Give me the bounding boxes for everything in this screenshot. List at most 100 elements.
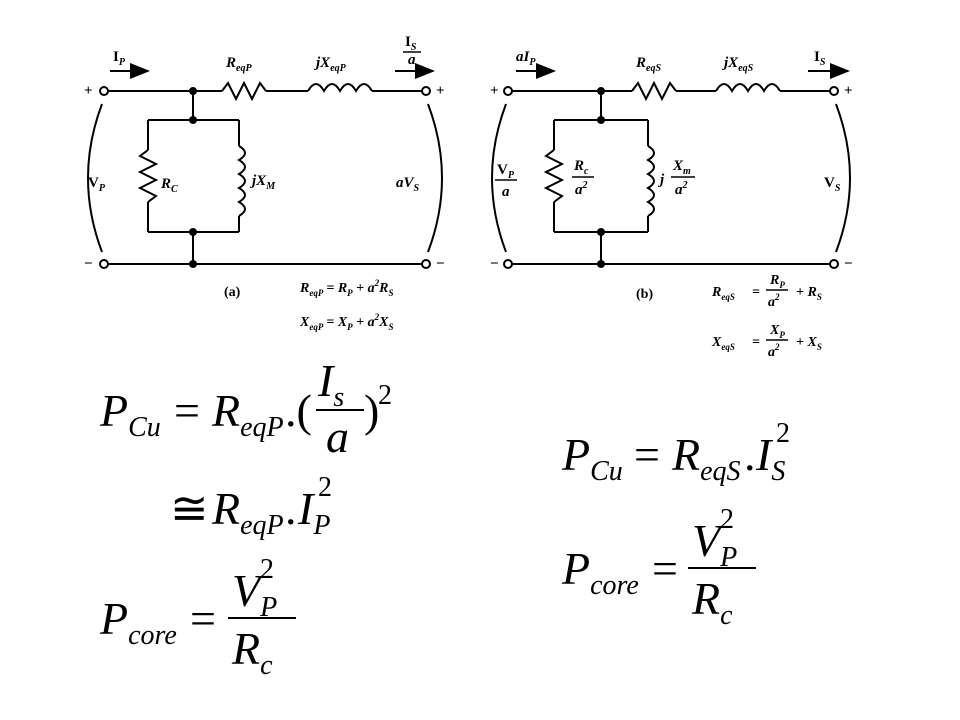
pcu-secondary-dot: .	[744, 429, 756, 480]
circuit-b-minus-right: −	[844, 256, 853, 272]
circuit-b-shunt-inductor	[646, 145, 655, 217]
circuit-b-terminal-top-right	[829, 86, 839, 96]
circuit-a-formula-x: XeqP= XP + a2XS	[299, 312, 394, 332]
pcore-primary-lhs: Pcore	[99, 593, 177, 651]
pcu-approx-current: IP	[297, 483, 330, 541]
pcu-primary-equals: =	[174, 385, 200, 436]
circuit-a-current-out-den: a	[408, 52, 416, 68]
circuit-a-diagram	[87, 63, 443, 265]
pcore-primary-equals: =	[190, 593, 216, 644]
circuit-a-node-bottom	[189, 260, 197, 268]
circuit-a-plus-left: +	[84, 83, 93, 99]
circuit-b-series-resistor-label: ReqS	[635, 55, 661, 74]
circuit-b-current-in-label: aIP	[516, 49, 536, 68]
circuit-b-series-inductor	[715, 83, 781, 94]
circuit-b-formula-r-tail: + RS	[796, 285, 822, 302]
circuit-a-terminal-bottom-left	[99, 259, 109, 269]
circuit-b-shunt-resistor	[543, 149, 565, 203]
pcore-secondary-lhs: Pcore	[561, 543, 639, 601]
circuit-b-formula-r-eq: =	[752, 285, 760, 300]
circuit-a-shunt-reactance-label: jXM	[250, 173, 276, 192]
circuit-b-shunt-resistor-num: Rc	[573, 158, 589, 177]
circuit-b-formula-x-den: a2	[768, 342, 780, 360]
equation-pcore-primary: Pcore = VP 2 Rc	[99, 554, 296, 681]
circuit-a-voltage-arc-left	[87, 103, 103, 253]
circuit-b-formula-r-lhs: ReqS	[711, 285, 735, 302]
pcu-approx-resistance: ReqP	[211, 483, 284, 541]
circuit-a-terminal-bottom-right	[421, 259, 431, 269]
circuit-b-terminal-top-left	[503, 86, 513, 96]
circuit-a-current-out-num: IS	[405, 34, 417, 53]
circuit-a-terminal-top-right	[421, 86, 431, 96]
circuit-b-formula-x-lhs: XeqS	[711, 335, 735, 352]
circuit-b-formula-r-num: RP	[769, 273, 785, 290]
pcore-primary-den: Rc	[231, 623, 273, 681]
circuit-b-node-shunt-top	[597, 116, 605, 124]
circuit-b-voltage-arc-left	[491, 103, 507, 253]
circuit-a-minus-right: −	[436, 256, 445, 272]
pcu-approx-exponent: 2	[318, 472, 332, 503]
circuit-a-labels: IP ReqP jXeqP IS a + + − − VP aVS RC jXM…	[84, 34, 445, 332]
circuit-b-voltage-left-den: a	[502, 184, 510, 200]
pcore-primary-exponent: 2	[260, 554, 274, 585]
circuit-b-shunt-reactance-den: a2	[675, 180, 688, 198]
circuit-a-voltage-left-label: VP	[88, 175, 106, 194]
pcu-secondary-lhs: PCu	[561, 429, 623, 487]
pcore-secondary-num: VP	[692, 515, 737, 573]
circuit-b-node-bottom	[597, 260, 605, 268]
pcore-secondary-den: Rc	[691, 573, 733, 631]
circuit-a-node-top	[189, 87, 197, 95]
circuit-b-terminal-bottom-left	[503, 259, 513, 269]
equation-pcu-primary: PCu = ReqP .( Is a ) 2	[99, 355, 392, 462]
circuit-b-minus-left: −	[490, 256, 499, 272]
circuit-b-current-out-label: IS	[814, 49, 826, 68]
circuit-a-nodes	[99, 86, 431, 269]
pcu-approx-dot: .	[285, 483, 297, 534]
circuit-a-caption: (a)	[224, 285, 241, 300]
circuit-a-plus-right: +	[436, 83, 445, 99]
circuit-a-series-inductor	[307, 83, 373, 94]
pcu-primary-resistance: ReqP	[211, 385, 284, 443]
circuit-b-formula-x-eq: =	[752, 335, 760, 350]
circuit-a-voltage-right-label: aVS	[396, 175, 420, 194]
equation-pcu-approx: ≅ ReqP . IP 2	[170, 472, 332, 541]
circuit-b-nodes	[503, 86, 839, 269]
circuit-a-node-shunt-bottom	[189, 228, 197, 236]
circuit-b-diagram	[491, 63, 851, 265]
pcu-secondary-exponent: 2	[776, 418, 790, 449]
circuit-a-series-resistor-label: ReqP	[225, 55, 252, 74]
circuit-b-plus-right: +	[844, 83, 853, 99]
pcu-primary-lhs: PCu	[99, 385, 161, 443]
circuit-b-terminal-bottom-right	[829, 259, 839, 269]
circuit-b-labels: aIP ReqS jXeqS IS + + − − VP a VS Rc a2 …	[490, 49, 853, 360]
pcu-primary-frac-den: a	[326, 411, 349, 462]
pcu-secondary-equals: =	[634, 429, 660, 480]
pcu-primary-close-paren: )	[364, 385, 379, 436]
circuit-b-series-resistor	[631, 80, 677, 102]
circuit-a-shunt-inductor	[237, 145, 246, 217]
circuit-a-series-resistor	[221, 80, 267, 102]
circuit-a-shunt-resistor-label: RC	[160, 176, 178, 195]
circuit-b-formula-x-num: XP	[769, 323, 785, 340]
circuit-b-shunt-resistor-den: a2	[575, 180, 588, 198]
pcore-secondary-exponent: 2	[720, 504, 734, 535]
equation-pcu-secondary: PCu = ReqS . IS 2	[561, 418, 790, 487]
circuit-b-series-reactance-label: jXeqS	[722, 55, 754, 74]
pcu-secondary-current: IS	[755, 429, 785, 487]
circuit-a-terminal-top-left	[99, 86, 109, 96]
circuit-a-current-in-label: IP	[113, 49, 126, 68]
circuit-a-minus-left: −	[84, 256, 93, 272]
pcore-secondary-equals: =	[652, 543, 678, 594]
pcu-approx-symbol: ≅	[170, 483, 209, 534]
circuit-b-voltage-arc-right	[835, 103, 851, 253]
circuit-b-caption: (b)	[636, 287, 653, 302]
circuit-b-shunt-reactance-num: Xm	[672, 158, 691, 177]
circuit-b-formula-x-tail: + XS	[796, 335, 822, 352]
circuit-a-formula-r: ReqP= RP + a2RS	[299, 278, 394, 298]
pcore-primary-num: VP	[232, 565, 277, 623]
circuit-a-voltage-arc-right	[427, 103, 443, 253]
circuit-b-node-shunt-bottom	[597, 228, 605, 236]
pcu-primary-frac-num: Is	[317, 355, 344, 413]
circuit-b-node-top	[597, 87, 605, 95]
circuit-a-shunt-resistor	[137, 149, 159, 203]
